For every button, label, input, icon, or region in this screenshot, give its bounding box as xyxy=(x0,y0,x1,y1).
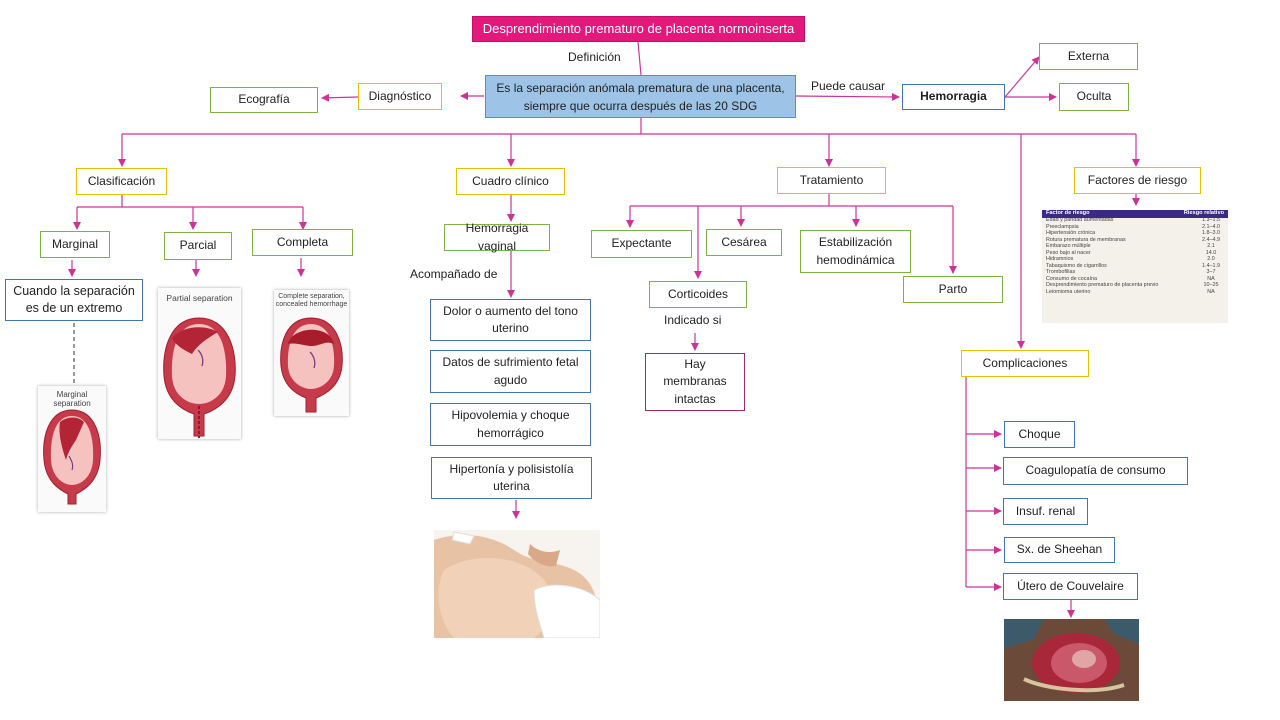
complicacion-coagulopatia: Coagulopatía de consumo xyxy=(1003,457,1188,485)
estabilizacion-node: Estabilización hemodinámica xyxy=(800,230,911,273)
marginal-image-caption: Marginal separation xyxy=(53,390,91,409)
risk-table-header: Factor de riesgo Riesgo relativo xyxy=(1042,210,1228,218)
marginal-description: Cuando la separación es de un extremo xyxy=(5,279,143,321)
diagnostico-node: Diagnóstico xyxy=(358,83,442,110)
uterus-complete-icon xyxy=(280,317,343,413)
risk-factor-cell: Tabaquismo de cigarrillos xyxy=(1046,262,1107,269)
pregnant-woman-image xyxy=(434,530,600,638)
complete-separation-image: Complete separation, concealed hemorrhag… xyxy=(274,290,349,416)
complicacion-choque: Choque xyxy=(1004,421,1075,448)
risk-value-cell: 2.4–4.9 xyxy=(1202,236,1220,243)
table-row: Preeclampsia 2.1–4.0 xyxy=(1042,224,1228,231)
cesarea-node: Cesárea xyxy=(706,229,782,256)
couvelaire-uterus-image xyxy=(1004,619,1139,701)
risk-factor-cell: Leiomioma uterino xyxy=(1046,288,1091,295)
risk-header-factor: Factor de riesgo xyxy=(1046,210,1090,216)
table-row: Edad y paridad aumentadas 1.3–1.5 xyxy=(1042,217,1228,225)
table-row: Consumo de cocaína NA xyxy=(1042,276,1228,283)
risk-factor-cell: Hidramnios xyxy=(1046,256,1074,263)
marginal-separation-image: Marginal separation xyxy=(38,386,106,512)
risk-value-cell: 1.4–1.9 xyxy=(1202,262,1220,269)
risk-value-cell: NA xyxy=(1207,288,1215,295)
risk-factor-cell: Peso bajo al nacer xyxy=(1046,249,1091,256)
uterus-marginal-icon xyxy=(43,409,101,505)
risk-factor-cell: Edad y paridad aumentadas xyxy=(1046,217,1114,224)
risk-value-cell: 2.1 xyxy=(1207,243,1215,250)
risk-value-cell: 2.0 xyxy=(1207,256,1215,263)
clasificacion-node: Clasificación xyxy=(76,168,167,195)
oculta-node: Oculta xyxy=(1059,83,1129,111)
risk-header-value: Riesgo relativo xyxy=(1183,210,1224,216)
externa-node: Externa xyxy=(1039,43,1138,70)
diagram-title: Desprendimiento prematuro de placenta no… xyxy=(472,16,805,42)
risk-factor-cell: Hipertensión crónica xyxy=(1046,230,1096,237)
factores-riesgo-node: Factores de riesgo xyxy=(1074,167,1201,194)
risk-value-cell: 3–7 xyxy=(1206,269,1216,276)
hemorragia-vaginal-node: Hemorragia vaginal xyxy=(444,221,550,253)
corticoides-node: Corticoides xyxy=(649,281,747,308)
hemorragia-node: Hemorragia xyxy=(902,84,1005,110)
risk-value-cell: 2.1–4.0 xyxy=(1202,223,1220,230)
risk-value-cell: 14.0 xyxy=(1205,249,1217,256)
risk-factor-cell: Embarazo múltiple xyxy=(1046,243,1091,250)
table-row: Desprendimiento prematuro de placenta pr… xyxy=(1042,282,1228,290)
risk-value-cell: NA xyxy=(1207,275,1215,282)
risk-factor-cell: Desprendimiento prematuro de placenta pr… xyxy=(1046,282,1159,289)
table-row: Hidramnios 2.0 xyxy=(1042,256,1228,264)
risk-value-cell: 10–25 xyxy=(1203,282,1219,289)
risk-factor-cell: Rotura prematura de membranas xyxy=(1046,236,1126,243)
risk-factor-cell: Consumo de cocaína xyxy=(1046,275,1097,282)
parcial-node: Parcial xyxy=(164,232,232,260)
complicacion-insuf-renal: Insuf. renal xyxy=(1003,498,1088,525)
table-row: Tabaquismo de cigarrillos 1.4–1.9 xyxy=(1042,263,1228,270)
cuadro-clinico-node: Cuadro clínico xyxy=(456,168,565,195)
table-row: Peso bajo al nacer 14.0 xyxy=(1042,250,1228,257)
table-row: Leiomioma uterino NA xyxy=(1042,289,1228,296)
sintoma-hipovolemia: Hipovolemia y choque hemorrágico xyxy=(430,403,591,446)
completa-node: Completa xyxy=(252,229,353,256)
complicacion-sheehan: Sx. de Sheehan xyxy=(1004,537,1115,563)
table-row: Hipertensión crónica 1.8–3.0 xyxy=(1042,230,1228,238)
marginal-node: Marginal xyxy=(40,231,110,258)
risk-factor-cell: Trombofilias xyxy=(1046,269,1076,276)
table-row: Trombofilias 3–7 xyxy=(1042,269,1228,277)
tratamiento-node: Tratamiento xyxy=(777,167,886,194)
expectante-node: Expectante xyxy=(591,230,692,258)
complicaciones-node: Complicaciones xyxy=(961,350,1089,377)
table-row: Rotura prematura de membranas 2.4–4.9 xyxy=(1042,237,1228,244)
risk-value-cell: 1.8–3.0 xyxy=(1202,230,1220,237)
partial-separation-image: Partial separation xyxy=(158,288,241,439)
risk-factor-cell: Preeclampsia xyxy=(1046,223,1079,230)
definicion-label: Definición xyxy=(568,50,621,64)
parto-node: Parto xyxy=(903,276,1003,303)
indicado-si-label: Indicado si xyxy=(664,313,722,327)
acompanado-label: Acompañado de xyxy=(410,267,498,281)
membranas-node: Hay membranas intactas xyxy=(645,353,745,411)
risk-value-cell: 1.3–1.5 xyxy=(1202,217,1220,224)
risk-factor-table: Factor de riesgo Riesgo relativo Edad y … xyxy=(1042,210,1228,323)
complete-image-caption: Complete separation, concealed hemorrhag… xyxy=(275,293,348,309)
surgical-uterus-icon xyxy=(1004,619,1139,701)
ecografia-node: Ecografía xyxy=(210,87,318,113)
uterus-partial-icon xyxy=(163,317,236,438)
partial-image-caption: Partial separation xyxy=(166,293,233,303)
sintoma-sufrimiento-fetal: Datos de sufrimiento fetal agudo xyxy=(430,350,591,393)
sintoma-dolor: Dolor o aumento del tono uterino xyxy=(430,299,591,341)
complicacion-couvelaire: Útero de Couvelaire xyxy=(1003,573,1138,600)
pregnant-belly-icon xyxy=(434,531,600,638)
puede-causar-label: Puede causar xyxy=(811,79,886,93)
table-row: Embarazo múltiple 2.1 xyxy=(1042,243,1228,251)
sintoma-hipertonia: Hipertonía y polisistolía uterina xyxy=(431,457,592,499)
definition-box: Es la separación anómala prematura de un… xyxy=(485,75,796,118)
